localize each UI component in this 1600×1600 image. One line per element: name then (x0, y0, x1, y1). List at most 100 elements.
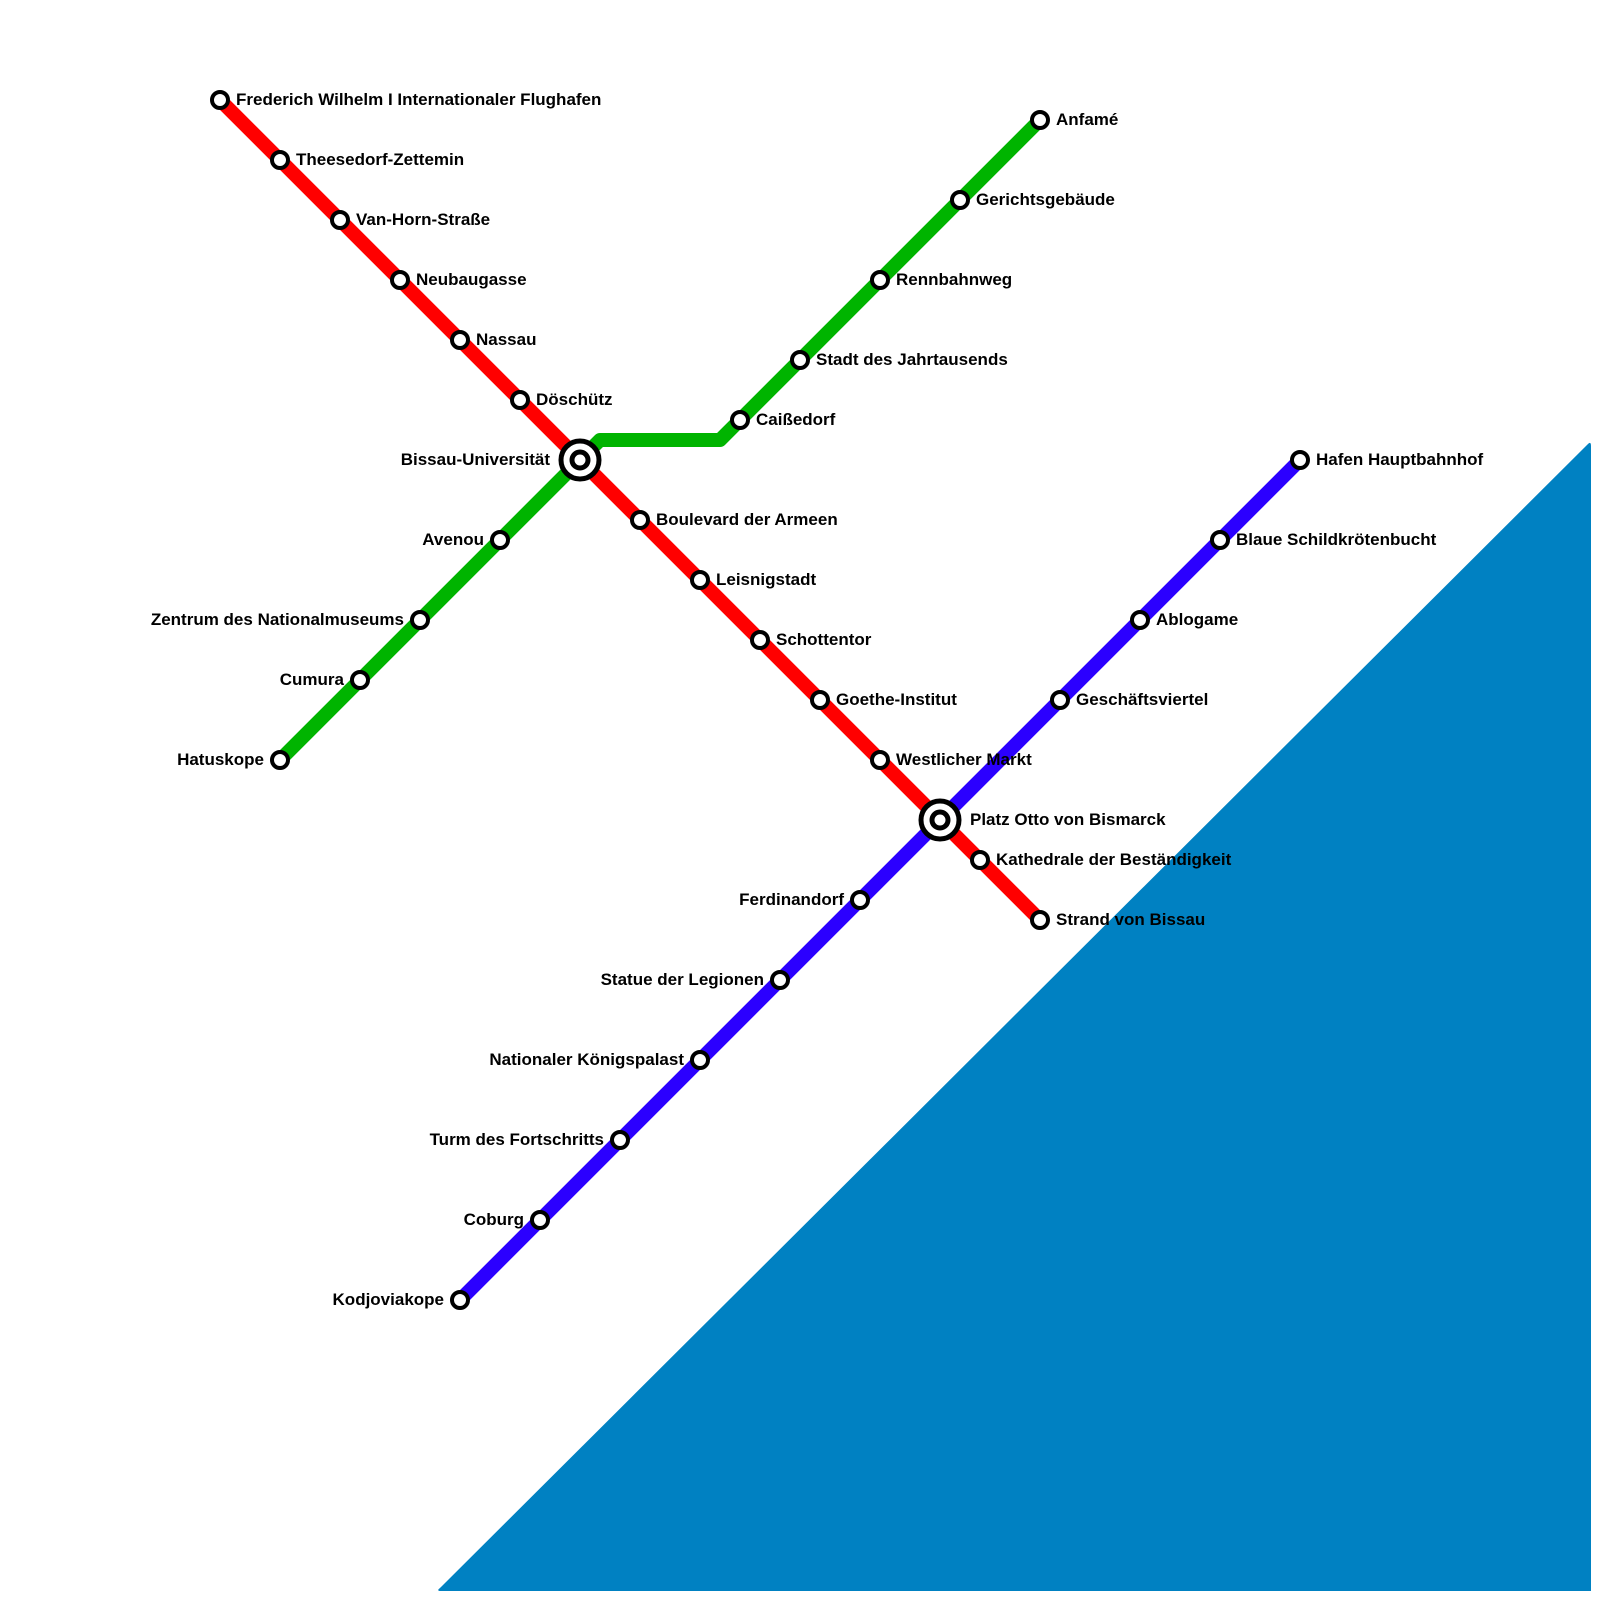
station-marker[interactable] (850, 890, 870, 910)
station-marker[interactable] (610, 1130, 630, 1150)
station-westlicher[interactable]: Westlicher Markt (870, 750, 1032, 770)
station-label: Nassau (476, 330, 536, 349)
station-label: Zentrum des Nationalmuseums (151, 610, 404, 629)
station-leisnigstadt[interactable]: Leisnigstadt (690, 570, 816, 590)
station-marker[interactable] (390, 270, 410, 290)
station-label: Strand von Bissau (1056, 910, 1205, 929)
station-nassau[interactable]: Nassau (450, 330, 536, 350)
station-marker[interactable] (410, 610, 430, 630)
station-flughafen[interactable]: Frederich Wilhelm I Internationaler Flug… (210, 90, 601, 110)
station-label: Van-Horn-Straße (356, 210, 490, 229)
station-statue[interactable]: Statue der Legionen (601, 970, 790, 990)
station-marker[interactable] (510, 390, 530, 410)
station-strand[interactable]: Strand von Bissau (1030, 910, 1205, 930)
station-hafen[interactable]: Hafen Hauptbahnhof (1290, 450, 1483, 470)
station-label: Avenou (422, 530, 484, 549)
station-avenou[interactable]: Avenou (422, 530, 510, 550)
station-marker[interactable] (350, 670, 370, 690)
station-gericht[interactable]: Gerichtsgebäude (950, 190, 1115, 210)
station-marker[interactable] (690, 570, 710, 590)
station-marker[interactable] (450, 1290, 470, 1310)
station-hatuskope[interactable]: Hatuskope (177, 750, 290, 770)
station-anfame[interactable]: Anfamé (1030, 110, 1118, 130)
station-theesedorf[interactable]: Theesedorf-Zettemin (270, 150, 464, 170)
station-label: Rennbahnweg (896, 270, 1012, 289)
station-schottentor[interactable]: Schottentor (750, 630, 872, 650)
station-kathedrale[interactable]: Kathedrale der Beständigkeit (970, 850, 1232, 870)
station-label: Theesedorf-Zettemin (296, 150, 464, 169)
station-marker[interactable] (630, 510, 650, 530)
station-label: Leisnigstadt (716, 570, 816, 589)
station-label: Westlicher Markt (896, 750, 1032, 769)
station-marker[interactable] (1050, 690, 1070, 710)
station-marker[interactable] (1210, 530, 1230, 550)
station-label: Blaue Schildkrötenbucht (1236, 530, 1437, 549)
station-label: Caißedorf (756, 410, 836, 429)
station-marker[interactable] (750, 630, 770, 650)
station-label: Frederich Wilhelm I Internationaler Flug… (236, 90, 601, 109)
station-marker[interactable] (270, 750, 290, 770)
station-rennbahnweg[interactable]: Rennbahnweg (870, 270, 1012, 290)
station-marker[interactable] (1030, 110, 1050, 130)
station-marker[interactable] (810, 690, 830, 710)
station-label: Boulevard der Armeen (656, 510, 838, 529)
station-label: Stadt des Jahrtausends (816, 350, 1008, 369)
interchange-inner-ring (929, 809, 951, 831)
station-label: Ferdinandorf (739, 890, 844, 909)
station-label: Ablogame (1156, 610, 1238, 629)
station-label: Geschäftsviertel (1076, 690, 1208, 709)
station-label: Kathedrale der Beständigkeit (996, 850, 1232, 869)
station-label: Bissau-Universität (401, 450, 551, 469)
station-marker[interactable] (950, 190, 970, 210)
station-cumura[interactable]: Cumura (280, 670, 370, 690)
interchange-bissau-universitaet[interactable]: Bissau-Universität (401, 438, 602, 482)
interchange-platz-otto-von-bismarck[interactable]: Platz Otto von Bismarck (918, 798, 1166, 842)
station-marker[interactable] (490, 530, 510, 550)
station-label: Hafen Hauptbahnhof (1316, 450, 1483, 469)
station-label: Neubaugasse (416, 270, 527, 289)
station-neubaugasse[interactable]: Neubaugasse (390, 270, 527, 290)
station-vanhorn[interactable]: Van-Horn-Straße (330, 210, 490, 230)
station-marker[interactable] (1290, 450, 1310, 470)
station-marker[interactable] (1030, 910, 1050, 930)
station-marker[interactable] (870, 270, 890, 290)
station-goethe[interactable]: Goethe-Institut (810, 690, 957, 710)
station-caissedorf[interactable]: Caißedorf (730, 410, 836, 430)
station-marker[interactable] (330, 210, 350, 230)
station-label: Coburg (464, 1210, 524, 1229)
station-marker[interactable] (1130, 610, 1150, 630)
station-coburg[interactable]: Coburg (464, 1210, 550, 1230)
station-marker[interactable] (530, 1210, 550, 1230)
station-ferdinandorf[interactable]: Ferdinandorf (739, 890, 870, 910)
station-marker[interactable] (690, 1050, 710, 1070)
station-jahrtausend[interactable]: Stadt des Jahrtausends (790, 350, 1008, 370)
station-boulevard[interactable]: Boulevard der Armeen (630, 510, 838, 530)
station-marker[interactable] (790, 350, 810, 370)
station-label: Nationaler Königspalast (489, 1050, 684, 1069)
station-marker[interactable] (270, 150, 290, 170)
station-kodjoviakope[interactable]: Kodjoviakope (333, 1290, 470, 1310)
station-label: Hatuskope (177, 750, 264, 769)
station-schildkroete[interactable]: Blaue Schildkrötenbucht (1210, 530, 1437, 550)
station-zentrum[interactable]: Zentrum des Nationalmuseums (151, 610, 430, 630)
station-label: Goethe-Institut (836, 690, 957, 709)
station-label: Döschütz (536, 390, 613, 409)
station-marker[interactable] (450, 330, 470, 350)
sea-water-area (438, 442, 1592, 1591)
station-marker[interactable] (970, 850, 990, 870)
station-marker[interactable] (870, 750, 890, 770)
station-koenigspalast[interactable]: Nationaler Königspalast (489, 1050, 710, 1070)
station-marker[interactable] (730, 410, 750, 430)
station-label: Turm des Fortschritts (430, 1130, 604, 1149)
station-geschaeft[interactable]: Geschäftsviertel (1050, 690, 1208, 710)
station-turm[interactable]: Turm des Fortschritts (430, 1130, 630, 1150)
station-label: Platz Otto von Bismarck (970, 810, 1166, 829)
station-doeschuetz[interactable]: Döschütz (510, 390, 613, 410)
station-marker[interactable] (210, 90, 230, 110)
station-label: Schottentor (776, 630, 872, 649)
station-ablogame[interactable]: Ablogame (1130, 610, 1238, 630)
station-label: Cumura (280, 670, 345, 689)
station-marker[interactable] (770, 970, 790, 990)
station-label: Anfamé (1056, 110, 1118, 129)
